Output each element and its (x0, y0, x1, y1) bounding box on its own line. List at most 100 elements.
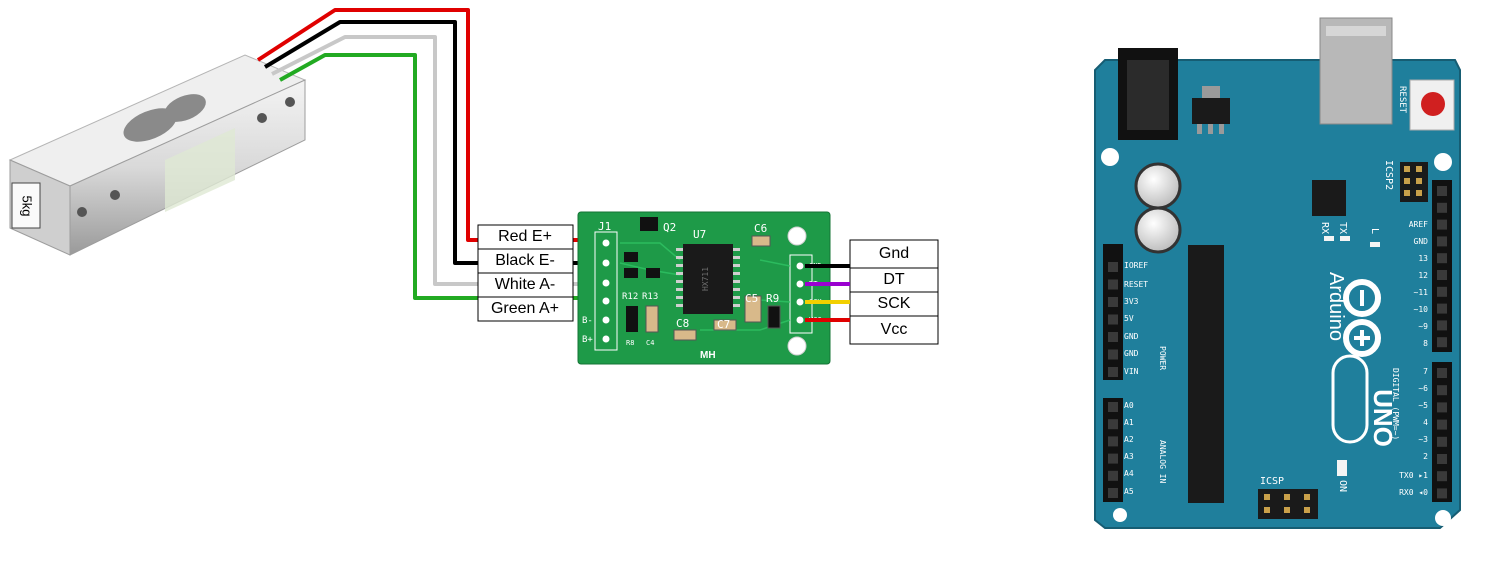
c7-label: C7 (717, 318, 730, 331)
icsp2-header (1400, 162, 1428, 202)
chip-marking: HX711 (701, 267, 710, 291)
hx711-board: J1 B- B+ GND DT SCK VCC Q2 U7 (577, 211, 831, 365)
r9-label: R9 (766, 292, 779, 305)
pin-socket (1108, 419, 1118, 430)
pin-socket (1108, 332, 1118, 342)
led-tx-label: TX (1337, 222, 1348, 234)
pin-socket (1437, 286, 1447, 297)
capacity-label: 5kg (20, 196, 35, 217)
power-title: POWER (1158, 346, 1167, 370)
left-header-pads (602, 239, 610, 343)
on-label: ON (1337, 480, 1348, 492)
pin-socket (1437, 236, 1447, 247)
power-pin-gnd-2: GND (1124, 349, 1139, 358)
hx711-input-labels: Red E+ Black E- White A- Green A+ (477, 224, 574, 322)
led-l-label: L (1369, 228, 1380, 234)
icsp-label: ICSP (1260, 476, 1284, 487)
c6-label: C6 (754, 222, 767, 235)
pin-socket (1108, 436, 1118, 447)
digital-pin-9: ~9 (1418, 322, 1428, 331)
digital-title: DIGITAL (PWM=~) (1391, 368, 1400, 440)
arduino-model: UNO (1368, 389, 1398, 447)
pin-socket (1437, 270, 1447, 280)
pin-socket (1437, 219, 1447, 230)
smd-components: C6 C5 R9 C7 C8 R12 R13 R8 C4 (622, 222, 781, 347)
label-white-a-minus: White A- (495, 276, 555, 293)
icsp2-label: ICSP2 (1383, 160, 1394, 190)
digital-pin-4: 4 (1423, 418, 1428, 427)
red-wire (256, 8, 605, 242)
label-green-a-plus: Green A+ (491, 300, 559, 317)
power-header (1103, 244, 1123, 380)
digital-pin-3: ~3 (1418, 435, 1428, 444)
digital-pin-7: 7 (1423, 367, 1428, 376)
u7-label: U7 (693, 228, 706, 241)
analog-pin-a3: A3 (1124, 452, 1134, 461)
power-pin-gnd-1: GND (1124, 332, 1139, 341)
digital-pin-0: RX0 ◂0 (1399, 488, 1428, 497)
capacitor-2 (1134, 206, 1182, 254)
label-dt: DT (883, 271, 905, 288)
arduino-uno-board: RESET ICSP2 RX TX L Arduin (1094, 17, 1461, 529)
label-black-e-minus: Black E- (495, 252, 555, 269)
pin-socket (1437, 436, 1447, 447)
analog-pin-a5: A5 (1124, 487, 1134, 496)
pin-socket (1108, 367, 1118, 377)
digital-pin-12: 12 (1418, 271, 1428, 280)
pin-socket (1108, 279, 1118, 290)
digital-pin-8: 8 (1423, 339, 1428, 348)
label-sck: SCK (878, 295, 911, 312)
digital-pin-2: 2 (1423, 452, 1428, 461)
digital-pin-5: ~5 (1418, 401, 1428, 410)
hx711-output-labels: Gnd DT SCK Vcc (849, 239, 939, 345)
header-j1-label: J1 (598, 220, 611, 233)
power-pin-ioref: IOREF (1124, 261, 1148, 270)
led-rx-label: RX (1319, 222, 1330, 234)
icsp-header (1258, 489, 1318, 519)
right-header-pads (796, 262, 804, 324)
analog-pin-a4: A4 (1124, 469, 1134, 478)
analog-pin-a2: A2 (1124, 435, 1134, 444)
pin-socket (1437, 320, 1447, 331)
arduino-logo (1343, 279, 1381, 357)
analog-pin-a1: A1 (1124, 418, 1134, 427)
pin-b-plus: B+ (582, 335, 593, 345)
hx711-chip: HX711 (676, 244, 740, 314)
pin-socket (1437, 488, 1447, 499)
c8-label: C8 (676, 317, 689, 330)
pin-socket (1437, 202, 1447, 213)
digital-pin-11: ~11 (1414, 288, 1429, 297)
capacity-label-box (11, 182, 41, 229)
pin-socket (1108, 470, 1118, 481)
digital-pin-6: ~6 (1418, 384, 1428, 393)
q2-label: Q2 (663, 221, 676, 234)
label-vcc: Vcc (881, 321, 908, 338)
power-pin-5v: 5V (1124, 314, 1134, 323)
atmega-chip (1188, 245, 1224, 503)
pin-socket (1437, 402, 1447, 413)
r12-label: R12 (622, 292, 638, 302)
r13-label: R13 (642, 292, 658, 302)
voltage-regulator (1192, 98, 1230, 124)
pin-b-minus: B- (582, 316, 593, 326)
power-pin-vin: VIN (1124, 367, 1139, 376)
pin-socket (1108, 402, 1118, 412)
label-red-e-plus: Red E+ (498, 228, 552, 245)
label-gnd: Gnd (879, 245, 909, 262)
digital-pin-gnd: GND (1414, 237, 1429, 246)
pin-socket (1437, 368, 1447, 378)
pin-socket (1437, 419, 1447, 430)
r8-label: R8 (626, 339, 634, 347)
digital-pin-1: TX0 ▸1 (1399, 471, 1428, 480)
pin-socket (1437, 186, 1447, 196)
pin-socket (1108, 262, 1118, 272)
analog-pin-a0: A0 (1124, 401, 1134, 410)
c4-label: C4 (646, 339, 654, 347)
digital-pin-aref: AREF (1409, 220, 1428, 229)
pin-socket (1108, 453, 1118, 464)
pin-socket (1437, 454, 1447, 464)
pin-socket (1437, 303, 1447, 314)
power-pin-reset: RESET (1124, 280, 1148, 289)
capacitor-1 (1134, 162, 1182, 210)
